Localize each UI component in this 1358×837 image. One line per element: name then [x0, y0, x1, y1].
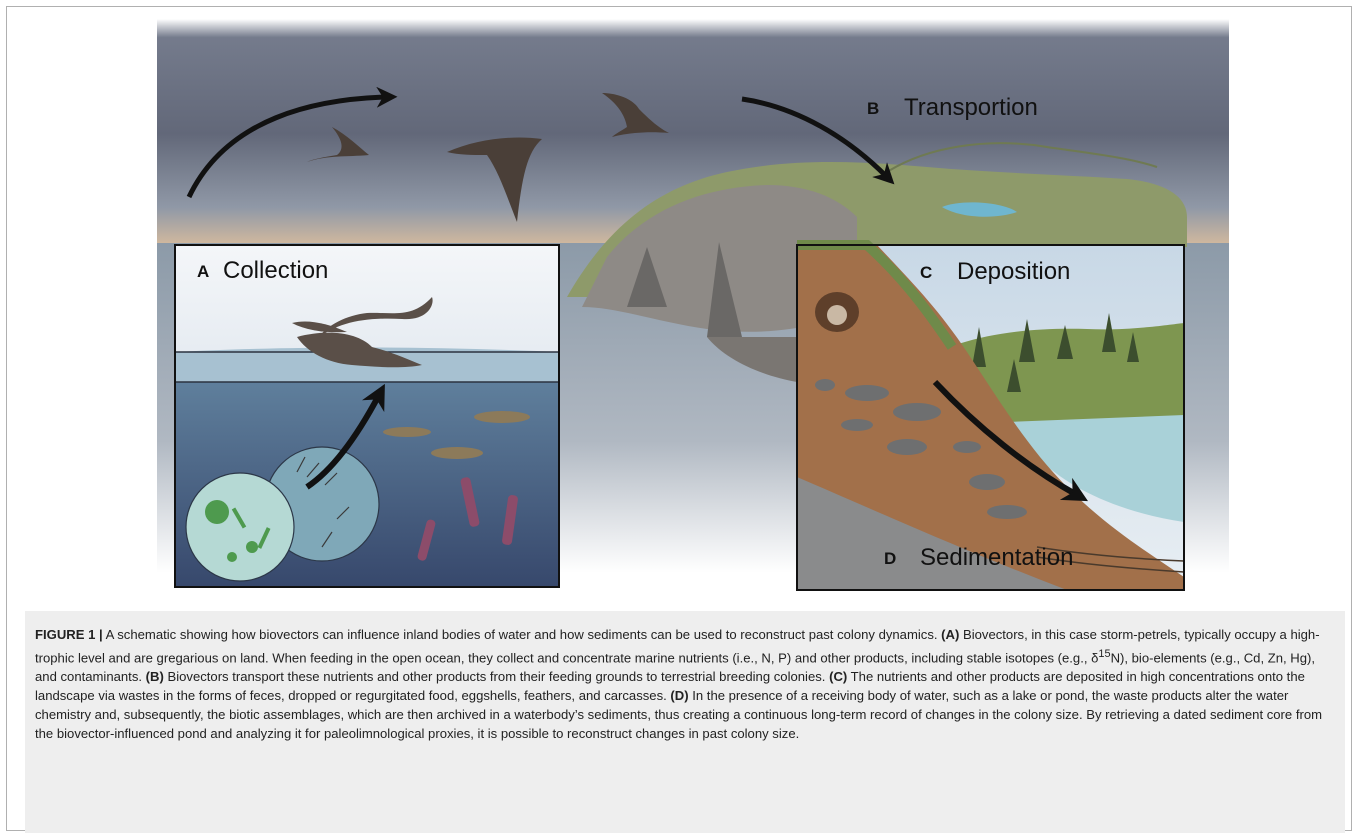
panel-d-title: Sedimentation	[920, 544, 1073, 571]
panel-c-letter: C	[920, 263, 932, 282]
panel-a-letter: A	[197, 262, 209, 281]
plankton-circle-small	[186, 473, 294, 581]
caption-intro: A schematic showing how biovectors can i…	[103, 627, 938, 642]
caption-c-label: (C)	[829, 669, 847, 684]
panel-d-letter: D	[884, 549, 896, 568]
figure-frame: B Transportion	[6, 6, 1352, 831]
figure-caption: FIGURE 1 | A schematic showing how biove…	[25, 611, 1345, 833]
burrow-with-chick	[815, 292, 859, 332]
caption-text: FIGURE 1 | A schematic showing how biove…	[35, 626, 1335, 744]
caption-figure-label: FIGURE 1 |	[35, 627, 103, 642]
panel-c-title: Deposition	[957, 258, 1070, 285]
illustration: B Transportion	[7, 7, 1353, 607]
caption-b-text: Biovectors transport these nutrients and…	[164, 669, 826, 684]
panel-c: C Deposition D Sedimentation	[797, 245, 1184, 590]
panel-b-letter: B	[867, 99, 879, 118]
panel-a: A Collection	[175, 245, 559, 587]
panel-b-title: Transportion	[904, 94, 1038, 121]
caption-b-label: (B)	[146, 669, 164, 684]
caption-d-label: (D)	[670, 688, 688, 703]
caption-a-label: (A)	[941, 627, 959, 642]
panel-a-title: Collection	[223, 257, 328, 284]
caption-a-superscript: 15	[1098, 648, 1110, 660]
